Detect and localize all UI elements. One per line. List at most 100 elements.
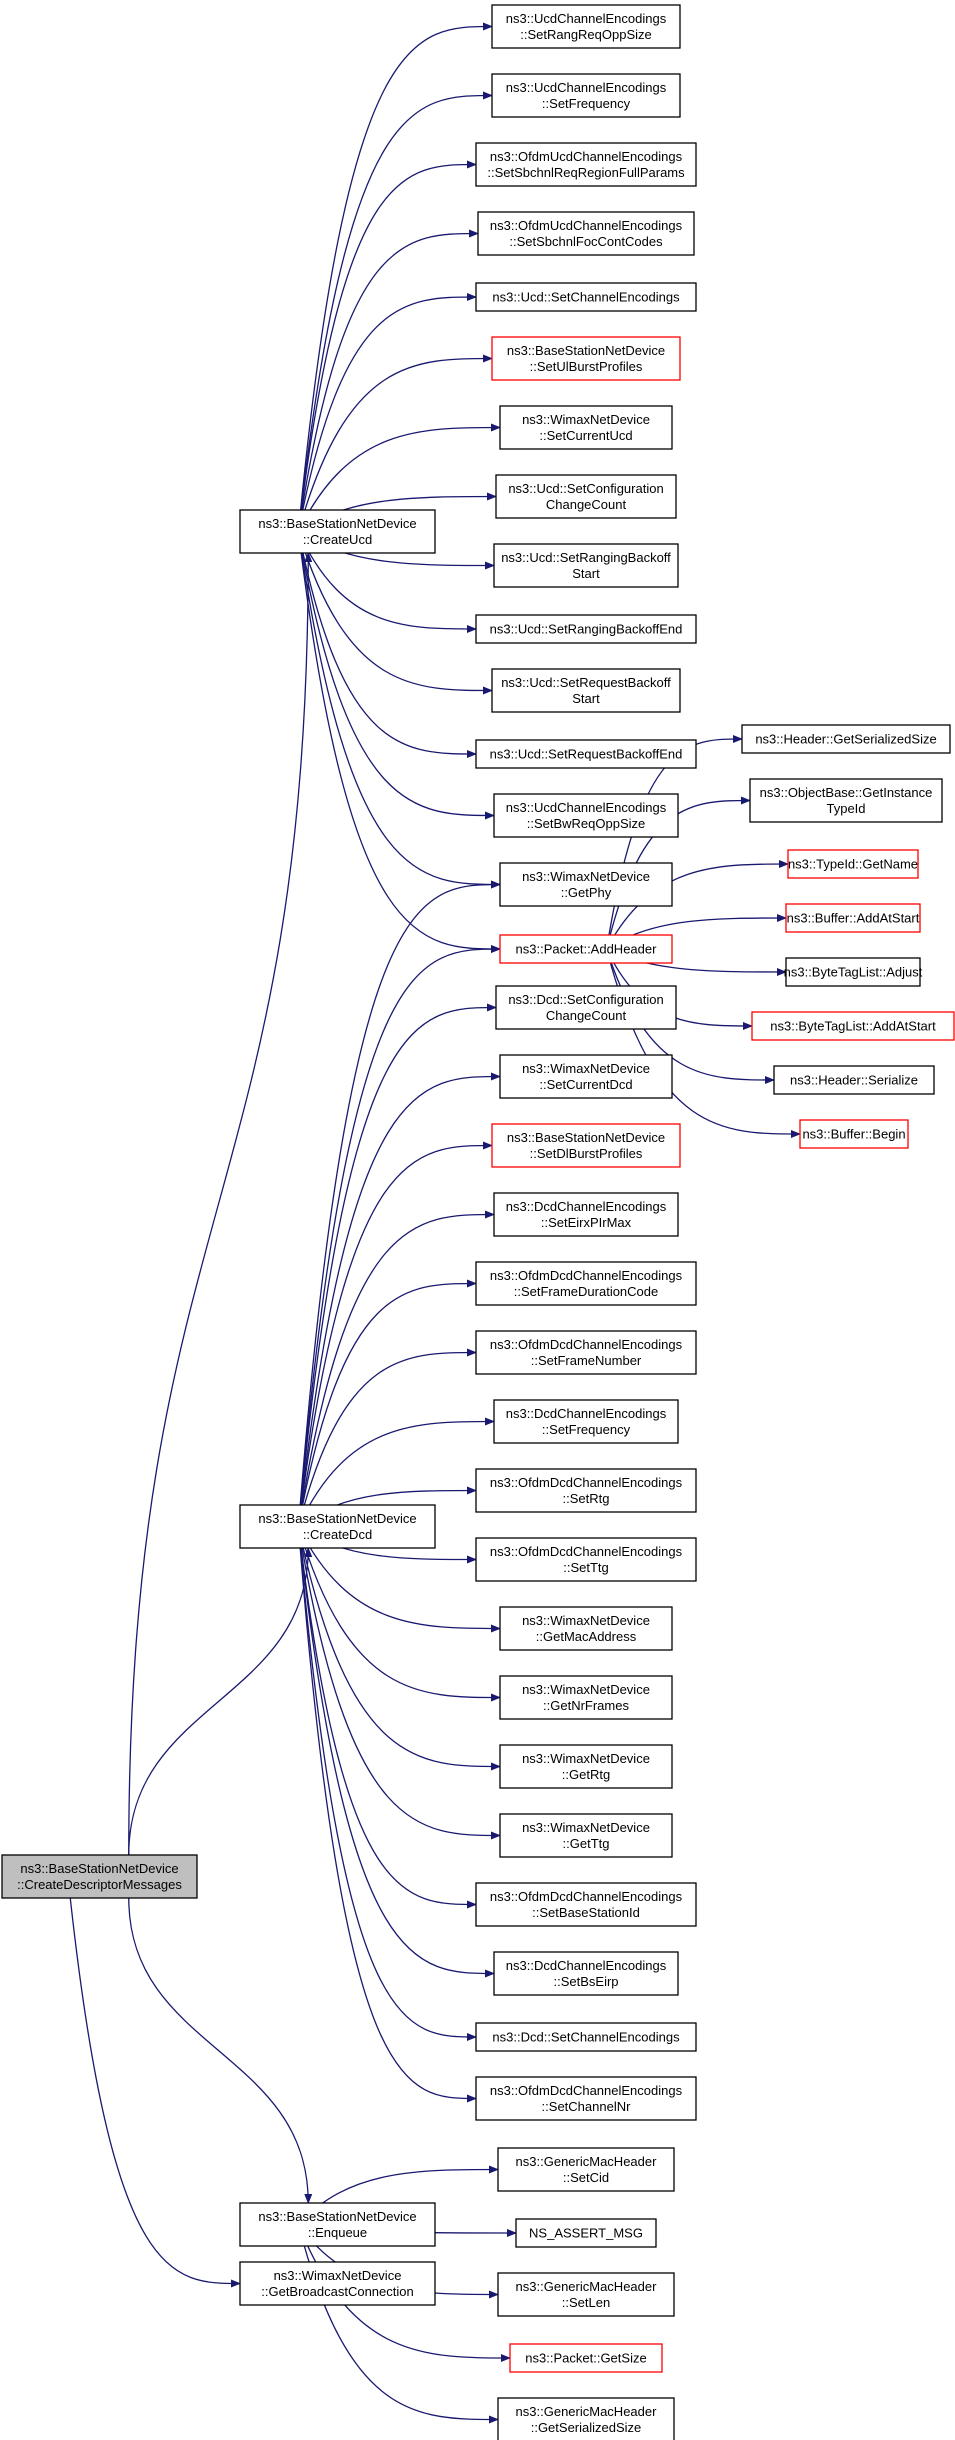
node-label: ns3::Buffer::AddAtStart: [787, 911, 920, 926]
node-label: ns3::WimaxNetDevice: [522, 412, 650, 427]
node-e2[interactable]: NS_ASSERT_MSG: [515, 2218, 657, 2248]
node-enqueue[interactable]: ns3::BaseStationNetDevice::Enqueue: [239, 2202, 436, 2247]
node-h1[interactable]: ns3::Header::GetSerializedSize: [741, 724, 951, 754]
node-box: [239, 2202, 436, 2247]
node-box: [751, 1011, 955, 1041]
node-u10[interactable]: ns3::Ucd::SetRangingBackoffEnd: [475, 614, 697, 644]
edge-createucd-to-addheader: [297, 531, 501, 953]
node-label: ns3::OfdmDcdChannelEncodings: [490, 1475, 683, 1490]
node-createdcd[interactable]: ns3::BaseStationNetDevice::CreateDcd: [239, 1504, 436, 1549]
node-box: [491, 4, 681, 49]
node-d4[interactable]: ns3::DcdChannelEncodings::SetEirxPIrMax: [493, 1192, 679, 1237]
node-e3[interactable]: ns3::GenericMacHeader::SetLen: [497, 2272, 675, 2317]
node-label: ::CreateDescriptorMessages: [17, 1877, 182, 1892]
node-d5[interactable]: ns3::OfdmDcdChannelEncodings::SetFrameDu…: [475, 1261, 697, 1306]
edge-createdcd-to-d11: [297, 1526, 501, 1702]
node-d16[interactable]: ns3::Dcd::SetChannelEncodings: [475, 2022, 697, 2052]
node-e1[interactable]: ns3::GenericMacHeader::SetCid: [497, 2147, 675, 2192]
node-label: ns3::Ucd::SetConfiguration: [508, 481, 663, 496]
node-d15[interactable]: ns3::DcdChannelEncodings::SetBsEirp: [493, 1951, 679, 1996]
node-u5[interactable]: ns3::Ucd::SetChannelEncodings: [475, 282, 697, 312]
node-box: [493, 793, 679, 838]
node-addheader[interactable]: ns3::Packet::AddHeader: [499, 934, 673, 964]
node-box: [499, 862, 673, 907]
node-e4[interactable]: ns3::Packet::GetSize: [509, 2343, 663, 2373]
edge-createdcd-to-d5: [297, 1279, 477, 1527]
edge-root-to-getbcast: [69, 1897, 241, 2288]
node-box: [499, 1054, 673, 1099]
node-getbcast[interactable]: ns3::WimaxNetDevice::GetBroadcastConnect…: [239, 2261, 436, 2306]
node-label: ::SetTtg: [563, 1560, 609, 1575]
node-box: [497, 2397, 675, 2440]
node-label: ::SetFrequency: [542, 1422, 631, 1437]
node-u3[interactable]: ns3::OfdmUcdChannelEncodings::SetSbchnlR…: [475, 142, 697, 187]
node-d9[interactable]: ns3::OfdmDcdChannelEncodings::SetTtg: [475, 1537, 697, 1582]
node-u7[interactable]: ns3::WimaxNetDevice::SetCurrentUcd: [499, 405, 673, 450]
node-createucd[interactable]: ns3::BaseStationNetDevice::CreateUcd: [239, 509, 436, 554]
edge-createucd-to-u1: [297, 22, 493, 532]
node-box: [475, 1261, 697, 1306]
node-label: ::SetFrequency: [542, 96, 631, 111]
node-label: ns3::ByteTagList::Adjust: [784, 965, 923, 980]
node-u1[interactable]: ns3::UcdChannelEncodings::SetRangReqOppS…: [491, 4, 681, 49]
node-u6[interactable]: ns3::BaseStationNetDevice::SetUlBurstPro…: [491, 336, 681, 381]
node-u12[interactable]: ns3::Ucd::SetRequestBackoffEnd: [475, 739, 697, 769]
node-label: ::GetTtg: [563, 1836, 610, 1851]
node-u4[interactable]: ns3::OfdmUcdChannelEncodings::SetSbchnlF…: [477, 211, 695, 256]
node-label: ns3::ByteTagList::AddAtStart: [770, 1019, 936, 1034]
node-box: [773, 1065, 935, 1095]
edge-root-to-createucd: [128, 552, 313, 1856]
edge-createdcd-to-d12: [297, 1526, 501, 1771]
edge-createucd-to-u4: [297, 229, 479, 532]
node-box: [515, 2218, 657, 2248]
node-h4[interactable]: ns3::Buffer::AddAtStart: [785, 903, 921, 933]
edge-createdcd-to-d14: [297, 1526, 477, 1909]
node-u13[interactable]: ns3::UcdChannelEncodings::SetBwReqOppSiz…: [493, 793, 679, 838]
node-label: ns3::TypeId::GetName: [788, 857, 918, 872]
node-d12[interactable]: ns3::WimaxNetDevice::GetRtg: [499, 1744, 673, 1789]
node-e5[interactable]: ns3::GenericMacHeader::GetSerializedSize: [497, 2397, 675, 2440]
node-label: ns3::Buffer::Begin: [802, 1127, 905, 1142]
node-root[interactable]: ns3::BaseStationNetDevice::CreateDescrip…: [1, 1854, 198, 1899]
edge-createdcd-to-getphy: [297, 880, 501, 1527]
node-box: [491, 668, 681, 713]
node-h7[interactable]: ns3::Header::Serialize: [773, 1065, 935, 1095]
node-d13[interactable]: ns3::WimaxNetDevice::GetTtg: [499, 1813, 673, 1858]
node-label: ::GetMacAddress: [536, 1629, 637, 1644]
node-h3[interactable]: ns3::TypeId::GetName: [787, 849, 919, 879]
node-u2[interactable]: ns3::UcdChannelEncodings::SetFrequency: [491, 73, 681, 118]
node-label: ::SetChannelNr: [542, 2099, 632, 2114]
node-h8[interactable]: ns3::Buffer::Begin: [799, 1119, 909, 1149]
node-d8[interactable]: ns3::OfdmDcdChannelEncodings::SetRtg: [475, 1468, 697, 1513]
node-d7[interactable]: ns3::DcdChannelEncodings::SetFrequency: [493, 1399, 679, 1444]
node-label: Start: [572, 566, 600, 581]
node-d17[interactable]: ns3::OfdmDcdChannelEncodings::SetChannel…: [475, 2076, 697, 2121]
node-d2[interactable]: ns3::WimaxNetDevice::SetCurrentDcd: [499, 1054, 673, 1099]
node-d14[interactable]: ns3::OfdmDcdChannelEncodings::SetBaseSta…: [475, 1882, 697, 1927]
node-label: ::CreateDcd: [303, 1527, 372, 1542]
node-d3[interactable]: ns3::BaseStationNetDevice::SetDlBurstPro…: [491, 1123, 681, 1168]
edge-createdcd-to-d3: [297, 1141, 493, 1527]
node-label: ::SetUlBurstProfiles: [530, 359, 643, 374]
node-d6[interactable]: ns3::OfdmDcdChannelEncodings::SetFrameNu…: [475, 1330, 697, 1375]
node-label: ns3::BaseStationNetDevice: [258, 2209, 416, 2224]
node-getphy[interactable]: ns3::WimaxNetDevice::GetPhy: [499, 862, 673, 907]
node-label: ns3::Ucd::SetChannelEncodings: [492, 290, 680, 305]
node-h5[interactable]: ns3::ByteTagList::Adjust: [784, 957, 923, 987]
node-label: ::CreateUcd: [303, 532, 372, 547]
node-label: ns3::OfdmDcdChannelEncodings: [490, 1544, 683, 1559]
node-h6[interactable]: ns3::ByteTagList::AddAtStart: [751, 1011, 955, 1041]
node-box: [495, 985, 677, 1030]
node-d10[interactable]: ns3::WimaxNetDevice::GetMacAddress: [499, 1606, 673, 1651]
node-label: ns3::GenericMacHeader: [516, 2154, 658, 2169]
node-d11[interactable]: ns3::WimaxNetDevice::GetNrFrames: [499, 1675, 673, 1720]
node-label: ::SetDlBurstProfiles: [530, 1146, 643, 1161]
node-box: [475, 2022, 697, 2052]
node-box: [493, 1399, 679, 1444]
